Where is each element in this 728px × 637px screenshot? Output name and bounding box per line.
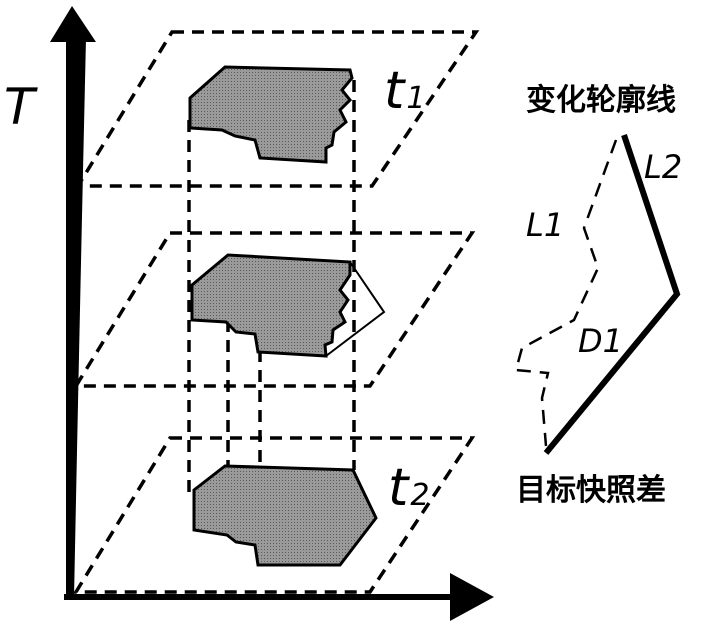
time-axis-label: T xyxy=(4,78,38,136)
time-axis-arrow-icon xyxy=(50,6,96,42)
object-shape-t2 xyxy=(192,464,378,567)
label-l1: L1 xyxy=(526,206,564,244)
plane-middle xyxy=(72,231,476,388)
object-shape-t1 xyxy=(188,65,354,164)
contour-line-l2 xyxy=(543,134,681,455)
contour-line-l1 xyxy=(514,139,618,447)
plane-top xyxy=(74,30,480,188)
snapshot-diff-label: 目标快照差 xyxy=(516,473,666,508)
object-shape-middle xyxy=(190,253,352,358)
time-planes xyxy=(72,30,480,594)
axes xyxy=(50,6,494,621)
contour-diagram xyxy=(514,134,681,455)
plane-label-t1: t1 xyxy=(384,61,425,121)
change-contour-middle xyxy=(325,261,386,357)
plane-bottom xyxy=(72,436,476,594)
projection-lines xyxy=(187,80,356,565)
change-contour-label: 变化轮廓线 xyxy=(526,83,676,118)
time-axis xyxy=(66,38,86,598)
x-axis-arrow-icon xyxy=(450,573,494,621)
plane-label-t2: t2 xyxy=(388,458,429,518)
label-d1: D1 xyxy=(578,322,623,360)
label-l2: L2 xyxy=(644,148,682,186)
